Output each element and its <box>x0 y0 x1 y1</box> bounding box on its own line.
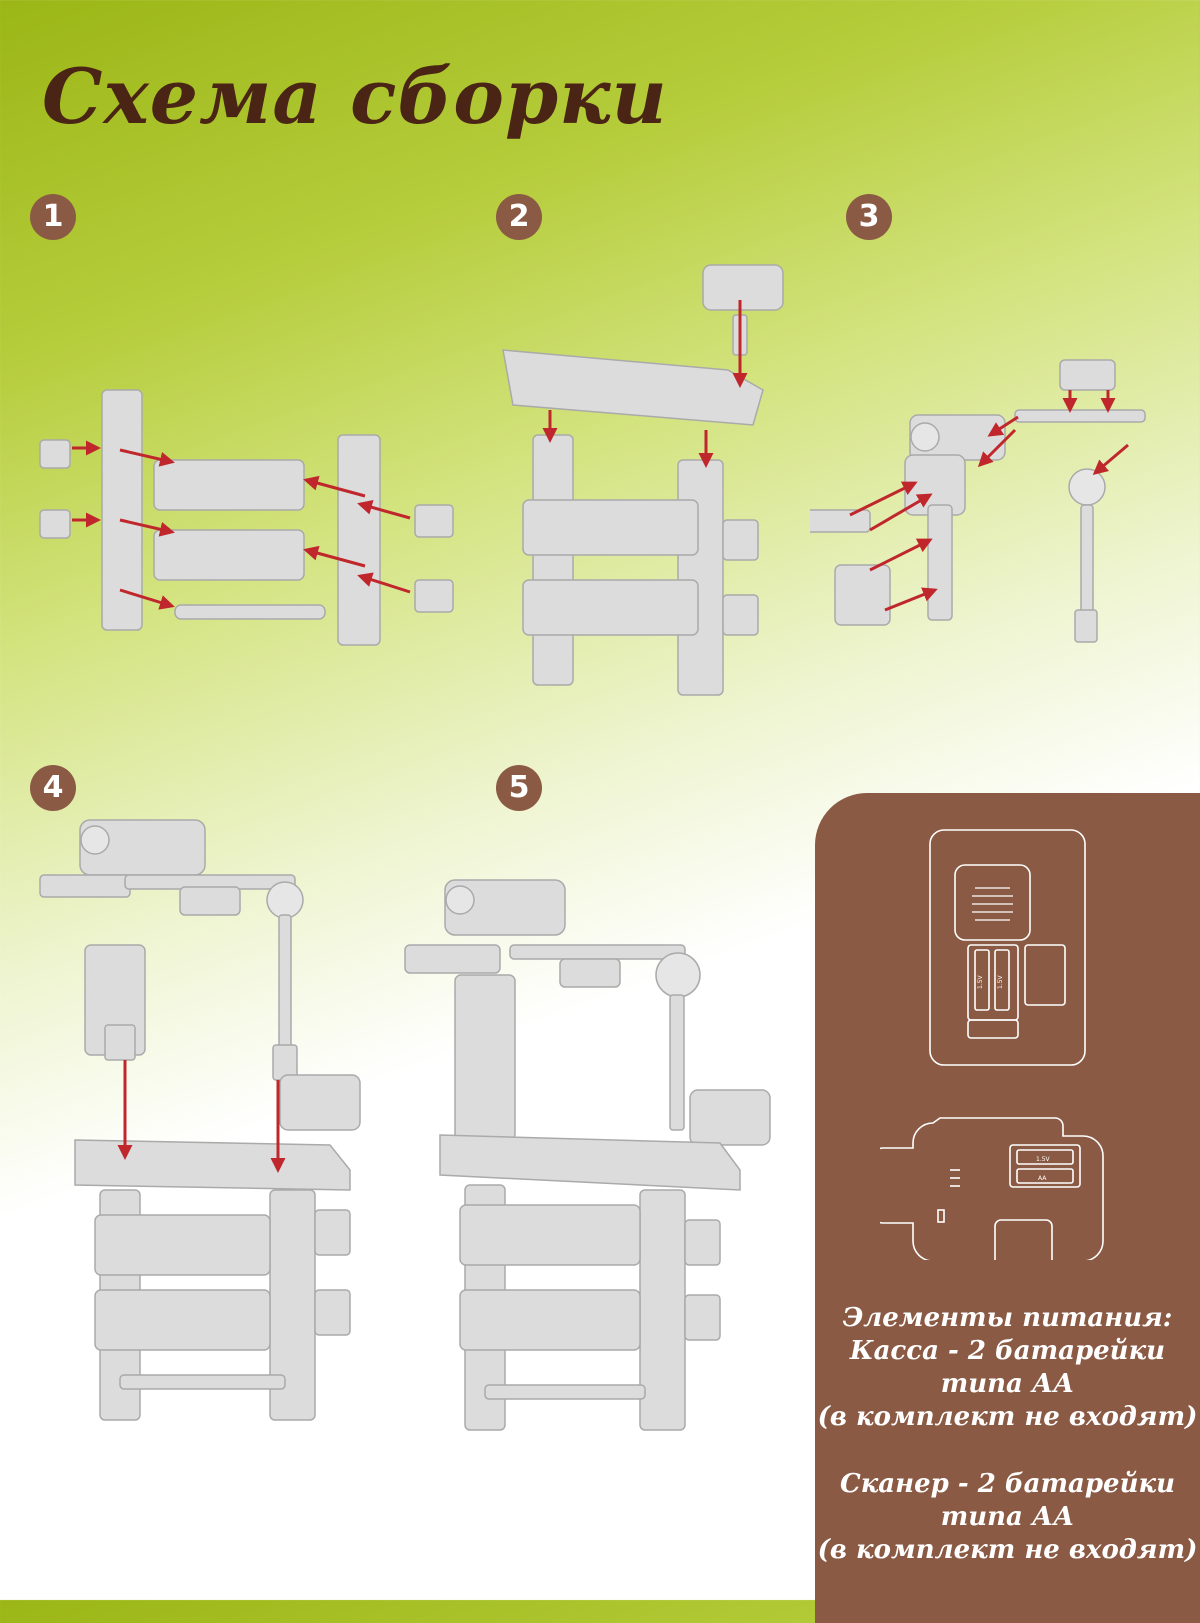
step-3-badge: 3 <box>846 194 892 240</box>
battery-info-panel <box>815 793 1200 1623</box>
scanner-battery-line-2: типа АА <box>940 1502 1075 1532</box>
register-type-label: AA <box>1038 1175 1047 1182</box>
register-battery-line-1: Касса - 2 батарейки <box>849 1336 1166 1366</box>
scanner-outline <box>929 829 1086 1066</box>
page-title: Схема сборки <box>42 52 668 141</box>
step-4-diagram <box>39 819 361 1421</box>
step-5-diagram <box>404 879 771 1431</box>
register-battery-line-2: типа АА <box>940 1369 1075 1399</box>
scanner-cell-label-1: 1.5V <box>977 974 984 989</box>
step-1-diagram <box>39 389 454 646</box>
scanner-battery-line-3: (в комплект не входят) <box>817 1535 1198 1565</box>
register-battery-line-3: (в комплект не входят) <box>817 1402 1198 1432</box>
battery-text-register: Элементы питания: Касса - 2 батарейки ти… <box>815 1302 1200 1434</box>
battery-heading: Элементы питания: <box>842 1303 1173 1333</box>
step-2-diagram <box>502 264 784 696</box>
register-outline <box>880 1117 1104 1260</box>
register-cell-label: 1.5V <box>1036 1156 1051 1163</box>
step-3-diagram <box>810 359 1146 643</box>
step-1-badge: 1 <box>30 194 76 240</box>
step-5-badge: 5 <box>496 765 542 811</box>
step-4-badge: 4 <box>30 765 76 811</box>
battery-text-scanner: Сканер - 2 батарейки типа АА (в комплект… <box>815 1468 1200 1567</box>
scanner-cell-label-2: 1.5V <box>997 974 1004 989</box>
step-2-badge: 2 <box>496 194 542 240</box>
battery-diagrams: 1.5V 1.5V 1.5V AA <box>880 829 1104 1260</box>
scanner-battery-line-1: Сканер - 2 батарейки <box>840 1469 1175 1499</box>
